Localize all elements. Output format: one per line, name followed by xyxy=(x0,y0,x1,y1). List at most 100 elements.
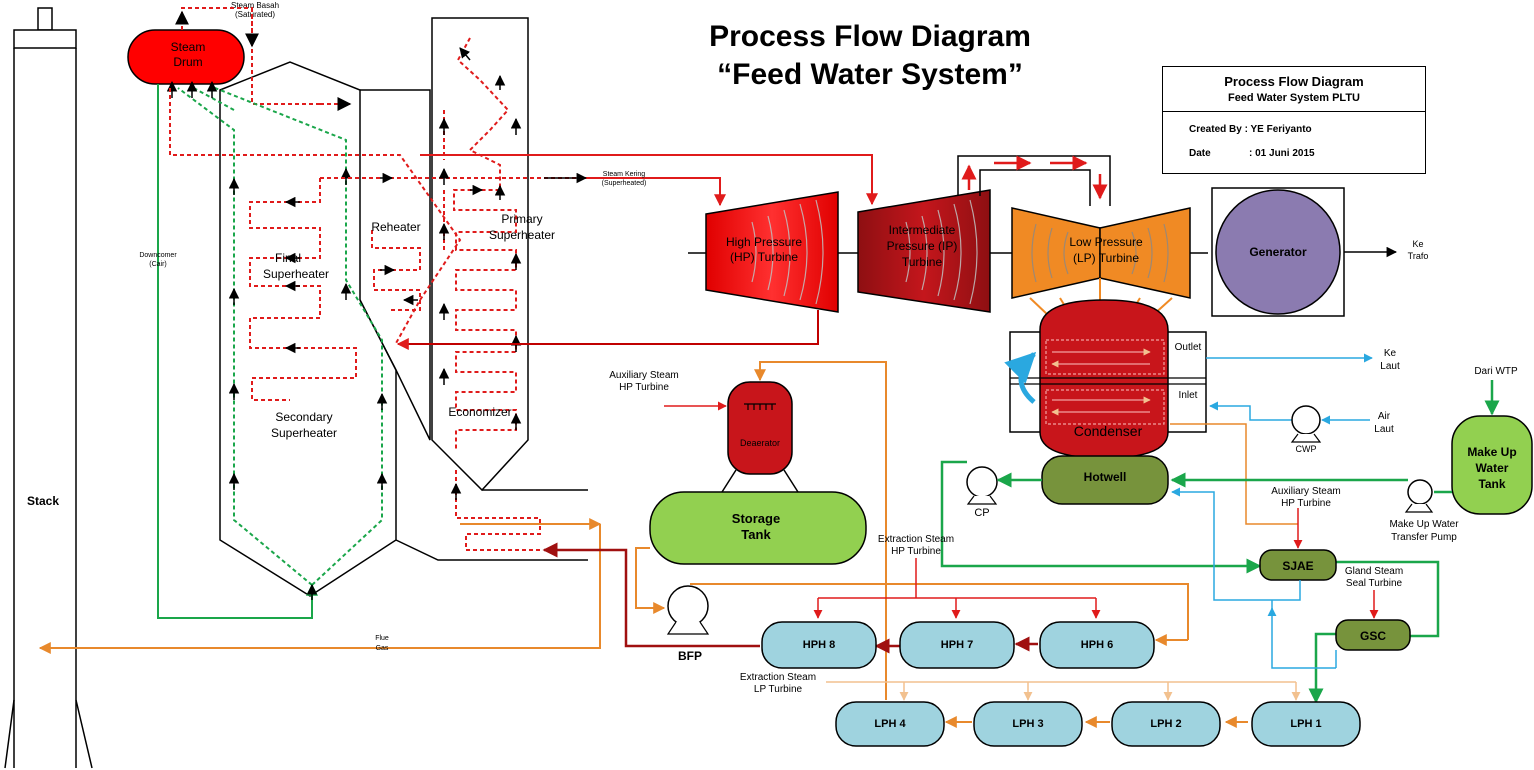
deaerator-label: Deaerator xyxy=(740,438,780,448)
cooling-water-lines xyxy=(1206,353,1373,425)
lph-1: LPH 1 xyxy=(1251,701,1361,747)
condensate-line xyxy=(940,460,1440,704)
drain-lines xyxy=(1171,487,1337,669)
primary-superheater-label-2: Superheater xyxy=(489,228,555,242)
cwp-pump: CWP xyxy=(1290,405,1322,454)
cp-label: CP xyxy=(974,507,989,519)
boiler-furnace xyxy=(219,61,588,597)
lph-2: LPH 2 xyxy=(1111,701,1221,747)
hph8-label: HPH 8 xyxy=(803,639,835,651)
hp-turbine: High Pressure (HP) Turbine xyxy=(705,191,839,313)
storage-tank-label-2: Tank xyxy=(741,527,771,542)
condenser: Condenser xyxy=(1004,299,1207,459)
extraction-hp-lines xyxy=(813,558,1101,619)
hotwell: Hotwell xyxy=(1041,455,1169,505)
cold-reheat-line xyxy=(396,310,819,350)
downcomer-label: Downcomer xyxy=(139,252,177,259)
makeup-tank-label-2: Water xyxy=(1476,461,1509,475)
ip-turbine-label-3: Turbine xyxy=(902,255,943,269)
aux-steam-sjae-label: Auxiliary Steam xyxy=(1271,486,1340,497)
gsc-label: GSC xyxy=(1360,629,1386,643)
steam-drum-label-2: Drum xyxy=(173,55,202,69)
downcomer-sub: (Cair) xyxy=(149,261,167,268)
condenser-label: Condenser xyxy=(1074,423,1143,439)
extraction-lp-lines xyxy=(826,681,1301,701)
extraction-hp-sub: HP Turbine xyxy=(891,546,941,557)
extraction-hp-label: Extraction Steam xyxy=(878,534,954,545)
makeup-tank-label-1: Make Up xyxy=(1467,445,1516,459)
hph7-label: HPH 7 xyxy=(941,639,973,651)
lp-turbine-label-1: Low Pressure xyxy=(1069,235,1143,249)
hp-turbine-label-2: (HP) Turbine xyxy=(730,250,798,264)
ke-trafo-sub: Trafo xyxy=(1408,251,1429,261)
generator-label: Generator xyxy=(1249,245,1307,259)
lph1-label: LPH 1 xyxy=(1290,718,1321,730)
bfp-label: BFP xyxy=(678,649,702,663)
condenser-to-sjae xyxy=(1170,423,1298,525)
final-superheater-coil xyxy=(169,88,580,401)
dari-wtp-label: Dari WTP xyxy=(1474,366,1518,377)
lph4-label: LPH 4 xyxy=(874,718,906,730)
makeup-line xyxy=(1170,472,1452,494)
cwp-label: CWP xyxy=(1296,444,1317,454)
final-superheater-label-1: Final xyxy=(275,251,301,265)
hp-feedwater-line xyxy=(542,542,1038,654)
reheater-label: Reheater xyxy=(371,220,420,234)
hot-reheat-line xyxy=(420,154,878,206)
downcomer-line xyxy=(157,84,318,619)
lph3-label: LPH 3 xyxy=(1012,718,1043,730)
hph-7: HPH 7 xyxy=(899,621,1015,669)
inlet-label: Inlet xyxy=(1179,390,1198,401)
secondary-superheater-label-2: Superheater xyxy=(271,426,337,440)
extraction-lp-label: Extraction Steam xyxy=(740,672,816,683)
reheater-coil xyxy=(371,230,421,311)
stack: Stack xyxy=(4,7,93,769)
storage-tank-label-1: Storage xyxy=(732,511,780,526)
ip-turbine-label-1: Intermediate xyxy=(889,223,956,237)
riser-arrows xyxy=(166,80,388,600)
air-laut-sub: Laut xyxy=(1374,424,1394,435)
air-laut-label: Air xyxy=(1378,411,1391,422)
condensate-pump: CP xyxy=(966,466,998,519)
makeup-transfer-pump: Make Up Water Transfer Pump xyxy=(1389,479,1459,543)
primary-superheater-label-1: Primary xyxy=(501,212,542,226)
waterwall-riser xyxy=(177,85,383,586)
steam-drum: Steam Drum xyxy=(127,29,245,85)
economizer-coil xyxy=(455,470,541,551)
makeup-pump-label-1: Make Up Water xyxy=(1389,519,1459,530)
secondary-superheater-label-1: Secondary xyxy=(275,410,332,424)
sjae-label: SJAE xyxy=(1282,559,1313,573)
aux-steam-deaerator-label: Auxiliary Steam xyxy=(609,370,678,381)
ip-turbine-label-2: Pressure (IP) xyxy=(887,239,958,253)
steam-basah-label: Steam Basah xyxy=(231,1,279,10)
makeup-water-tank: Make Up Water Tank xyxy=(1451,415,1533,515)
hph-8: HPH 8 xyxy=(761,621,877,669)
steam-kering-sub: (Superheated) xyxy=(602,180,647,187)
flue-gas-sub: Gas xyxy=(376,645,389,652)
generator: Generator xyxy=(1211,187,1345,317)
ip-turbine: Intermediate Pressure (IP) Turbine xyxy=(857,189,991,313)
ke-laut-label: Ke xyxy=(1384,348,1397,359)
steam-drum-label-1: Steam xyxy=(171,40,206,54)
outlet-label: Outlet xyxy=(1175,342,1202,353)
feedwater-orange-lines xyxy=(38,361,1248,728)
final-superheater-label-2: Superheater xyxy=(263,267,329,281)
lph-3: LPH 3 xyxy=(973,701,1083,747)
hph-6: HPH 6 xyxy=(1039,621,1155,669)
economizer-label: Economizer xyxy=(448,405,511,419)
gsc: GSC xyxy=(1335,619,1411,651)
makeup-tank-label-3: Tank xyxy=(1478,477,1505,491)
flue-gas-label: Flue xyxy=(375,635,389,642)
sjae: SJAE xyxy=(1259,549,1337,581)
hp-turbine-label-1: High Pressure xyxy=(726,235,802,249)
deaerator: Deaerator xyxy=(721,381,799,493)
saturated-steam-line xyxy=(175,7,352,111)
coil-arrows xyxy=(284,47,522,500)
ke-trafo-label: Ke xyxy=(1412,239,1423,249)
steam-kering-label: Steam Kering xyxy=(603,171,646,178)
crossover-arrows xyxy=(961,155,1108,200)
steam-basah-sub: (Saturated) xyxy=(235,10,275,19)
lp-turbine-label-2: (LP) Turbine xyxy=(1073,251,1139,265)
main-steam-line xyxy=(544,172,726,207)
